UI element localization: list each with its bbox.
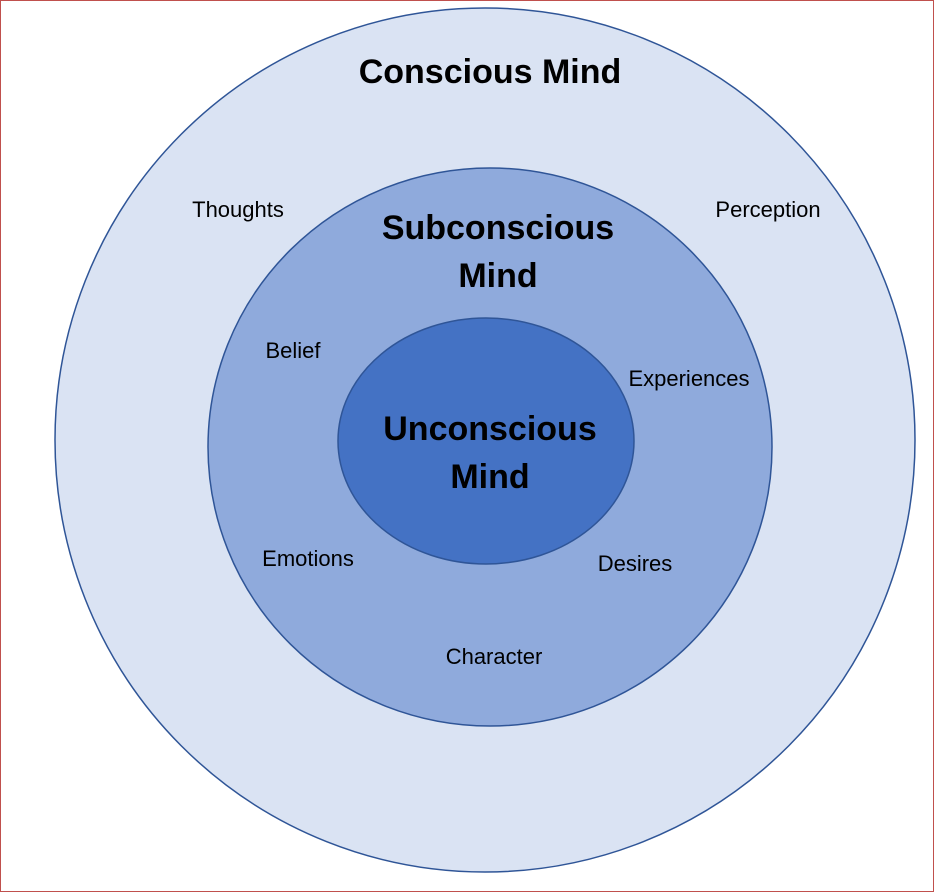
subconscious-title-line1: Subconscious — [381, 209, 615, 247]
character-label: Character — [445, 644, 543, 669]
belief-label: Belief — [265, 338, 321, 363]
thoughts-label: Thoughts — [192, 197, 284, 222]
subconscious-title-line2: Mind — [458, 257, 538, 295]
unconscious-title-line2: Mind — [450, 458, 530, 496]
unconscious-mind-title: Unconscious Mind — [383, 405, 596, 501]
experiences-label: Experiences — [628, 366, 750, 391]
emotions-label: Emotions — [262, 546, 354, 571]
conscious-mind-title: Conscious Mind — [358, 53, 622, 91]
unconscious-mind-circle — [337, 317, 635, 565]
unconscious-title-line1: Unconscious — [383, 410, 597, 448]
perception-label: Perception — [715, 197, 821, 222]
desires-label: Desires — [597, 551, 673, 576]
subconscious-mind-title: Subconscious Mind — [382, 204, 614, 300]
